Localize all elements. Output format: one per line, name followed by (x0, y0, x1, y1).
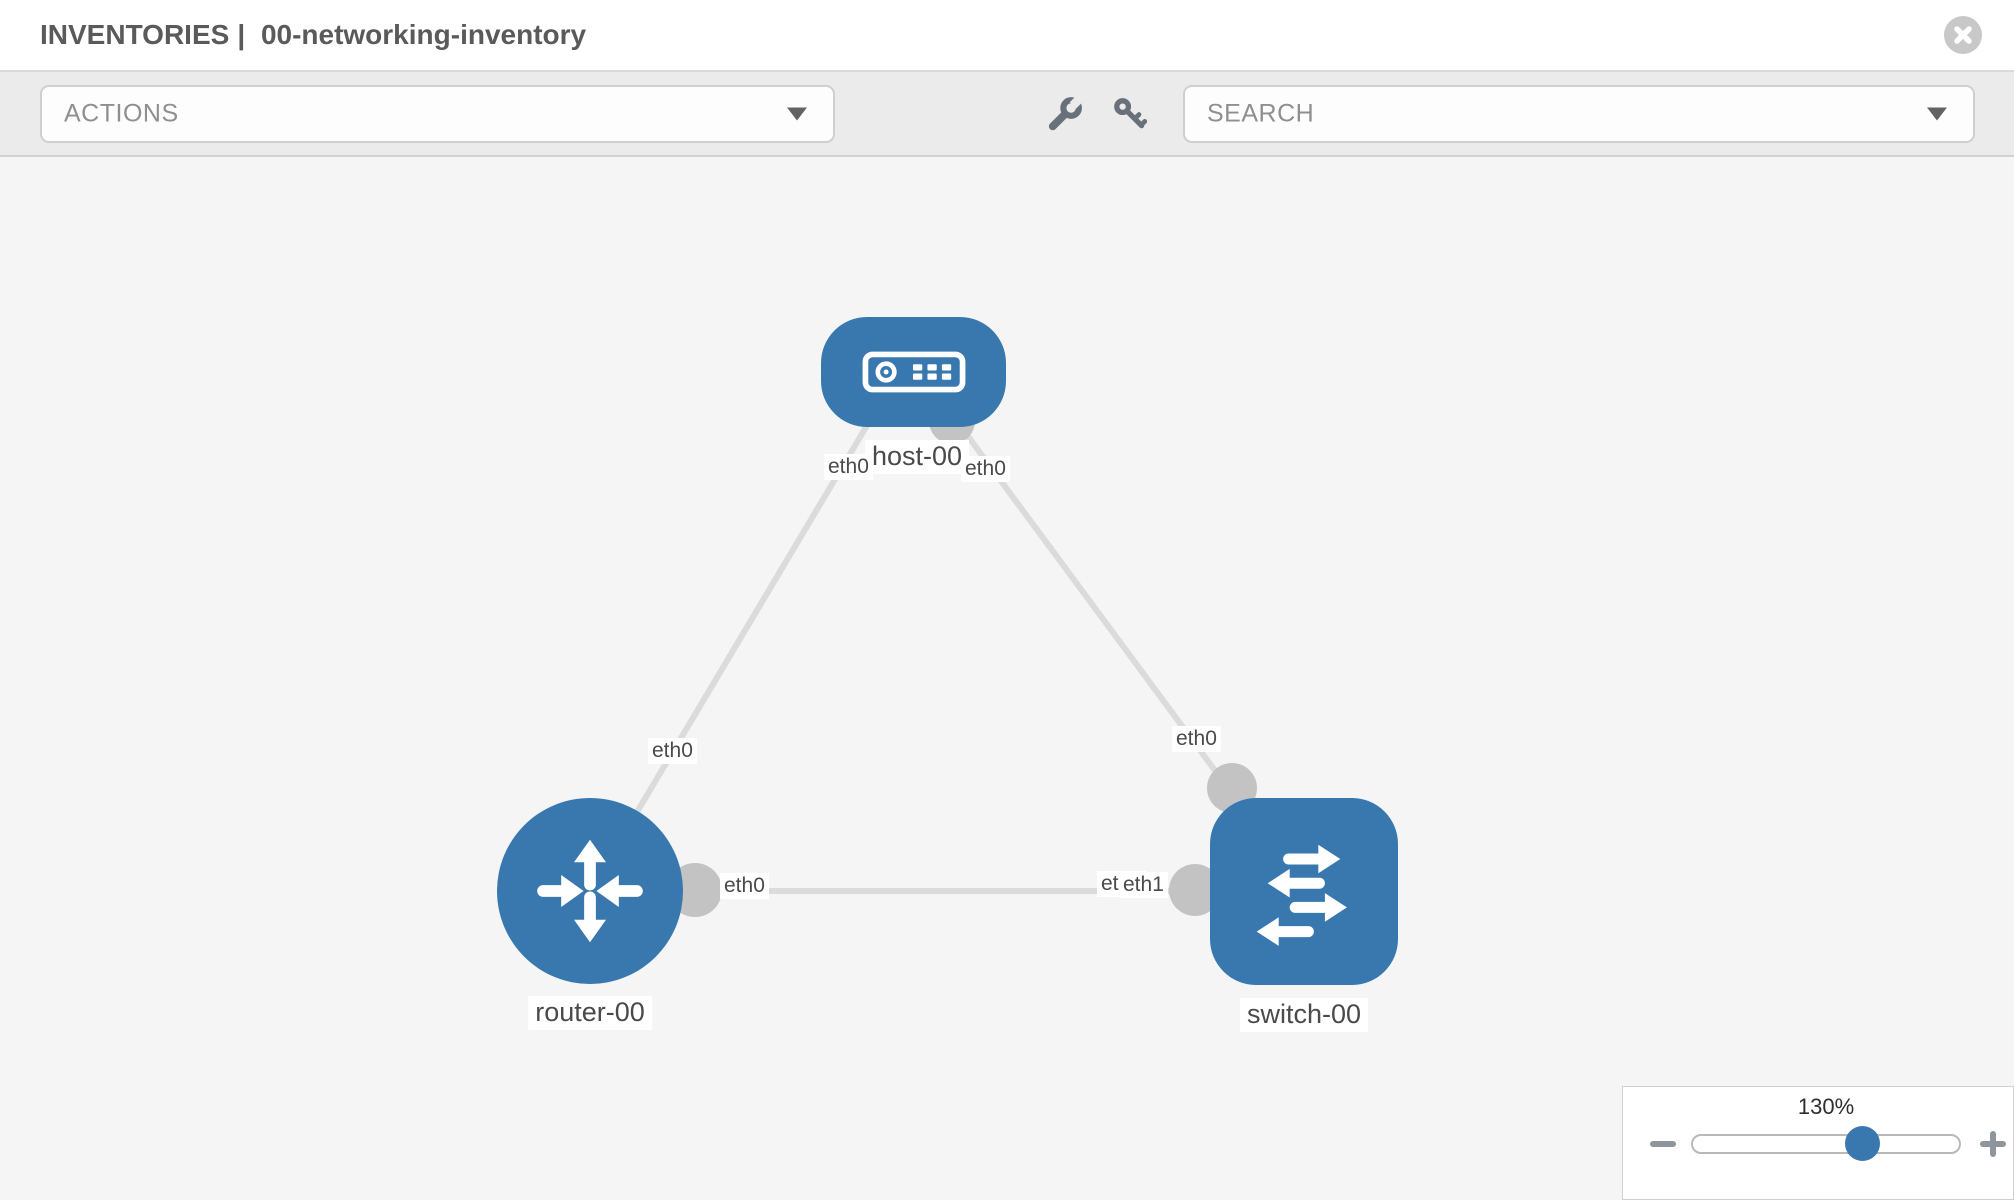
page-title-section: INVENTORIES (40, 19, 230, 50)
interface-label-router-eth0-horizontal: eth0 (720, 873, 769, 900)
credentials-tool-button[interactable] (1111, 95, 1149, 138)
wrench-icon (1048, 93, 1085, 131)
host-server-icon (862, 351, 965, 393)
zoom-in-button[interactable] (1980, 1131, 2006, 1157)
node-switch-00[interactable] (1210, 798, 1398, 985)
node-label-router: router-00 (528, 996, 652, 1030)
interface-label-router-eth0: eth0 (648, 738, 697, 765)
key-icon (1114, 98, 1148, 129)
page-title: INVENTORIES| 00-networking-inventory (40, 19, 594, 51)
page-title-inventory-name: 00-networking-inventory (260, 19, 587, 50)
interface-label-switch-eth0: eth0 (1172, 726, 1221, 753)
actions-dropdown-label: ACTIONS (64, 99, 179, 128)
close-icon (1954, 26, 1972, 44)
close-button[interactable] (1944, 16, 1982, 54)
node-label-host: host-00 (864, 440, 970, 474)
actions-dropdown[interactable]: ACTIONS (40, 85, 835, 143)
chevron-down-icon (787, 107, 807, 121)
zoom-level-value: 130% (1797, 1094, 1855, 1119)
interface-label-host-eth0-left: eth0 (824, 454, 873, 481)
configure-tool-button[interactable] (1045, 93, 1085, 138)
switch-arrows-icon (1256, 844, 1347, 946)
router-arrows-icon (537, 839, 643, 943)
zoom-control-panel: 130% (1622, 1086, 2014, 1200)
interface-label-switch-eth1-front: eth1 (1119, 872, 1168, 899)
panel-header: INVENTORIES| 00-networking-inventory (0, 0, 2014, 72)
zoom-slider-track[interactable] (1691, 1134, 1961, 1154)
zoom-slider-thumb[interactable] (1845, 1126, 1880, 1161)
toolbar: ACTIONS SEARCH (0, 72, 2014, 157)
interface-label-overlap-group: eth0 eth1 (1097, 871, 1217, 901)
node-label-switch: switch-00 (1239, 998, 1369, 1032)
interface-label-host-eth0-right: eth0 (961, 456, 1010, 483)
page-title-separator: | (237, 19, 246, 50)
search-dropdown-label: SEARCH (1207, 99, 1315, 128)
search-dropdown[interactable]: SEARCH (1183, 85, 1975, 143)
links-layer (587, 398, 1307, 917)
zoom-out-button[interactable] (1650, 1141, 1676, 1147)
interface-point-switch-left (1169, 864, 1221, 916)
node-router-00[interactable] (497, 798, 683, 984)
plus-icon-bar-v (1990, 1131, 1996, 1157)
node-host-00[interactable] (821, 317, 1006, 427)
chevron-down-icon (1927, 107, 1947, 121)
topology-canvas[interactable]: host-00 router-00 switch-00 eth0 eth0 et… (0, 157, 2014, 1200)
